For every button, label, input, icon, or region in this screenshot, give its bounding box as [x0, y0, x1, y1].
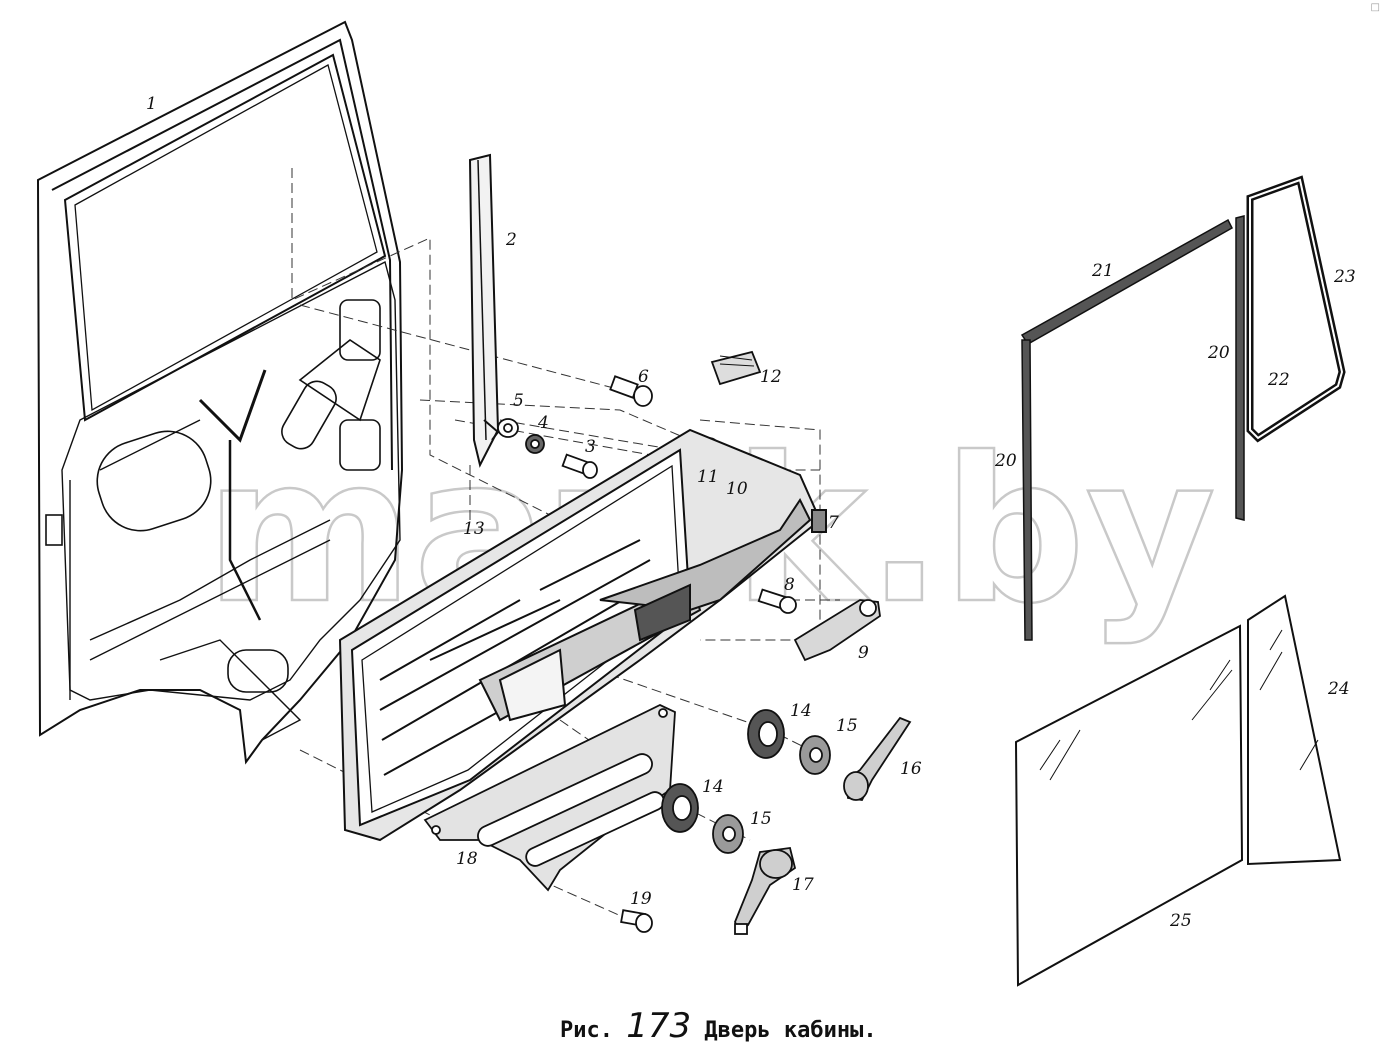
callout-15b: 15 — [750, 809, 772, 829]
winder-handle-17 — [734, 847, 797, 935]
callout-9: 9 — [858, 643, 869, 663]
callout-14a: 14 — [790, 701, 812, 721]
seal-20-left — [1021, 339, 1033, 641]
glass-24 — [1247, 594, 1342, 866]
callout-labels: 1 2 3 4 5 6 7 8 9 10 11 12 13 14 14 15 1… — [146, 94, 1356, 931]
callout-15a: 15 — [836, 716, 858, 736]
window-winder-bezels — [661, 709, 831, 854]
callout-12: 12 — [760, 367, 782, 387]
inner-handle-9 — [793, 599, 881, 662]
screw-8 — [757, 588, 797, 614]
seal-21 — [1020, 218, 1233, 345]
callout-11: 11 — [697, 467, 719, 487]
callout-17: 17 — [792, 875, 814, 895]
callout-16: 16 — [900, 759, 922, 779]
glass-25 — [1014, 624, 1244, 987]
nut-4 — [525, 434, 545, 454]
callout-18: 18 — [456, 849, 478, 869]
callout-3: 3 — [585, 437, 596, 457]
seal-20-right — [1235, 215, 1245, 521]
window-seals — [1020, 175, 1346, 641]
screw-3 — [561, 453, 598, 479]
callout-6: 6 — [638, 367, 649, 387]
callout-4: 4 — [537, 413, 549, 433]
callout-1: 1 — [146, 94, 157, 114]
callout-23: 23 — [1333, 267, 1356, 287]
callout-24: 24 — [1327, 679, 1350, 699]
callout-20b: 20 — [1207, 343, 1230, 363]
callout-5: 5 — [513, 391, 524, 411]
glass-run-channel — [468, 153, 500, 468]
callout-7: 7 — [828, 513, 839, 533]
bolt-6 — [609, 375, 653, 407]
screw-19 — [620, 909, 653, 933]
callout-19: 19 — [630, 889, 652, 909]
corner-mark: □ — [1370, 2, 1380, 13]
callout-10: 10 — [726, 479, 748, 499]
figure-caption: Рис. 173 Дверь кабины. — [560, 1006, 877, 1046]
callout-8: 8 — [784, 575, 795, 595]
door-glass — [1014, 594, 1342, 987]
callout-2: 2 — [505, 230, 517, 250]
door-trim-panel — [338, 428, 827, 842]
callout-22: 22 — [1267, 370, 1290, 390]
caption-prefix: Рис. — [560, 1018, 613, 1043]
door-frame — [36, 20, 404, 765]
callout-14b: 14 — [702, 777, 724, 797]
callout-20a: 20 — [994, 451, 1017, 471]
callout-13: 13 — [463, 519, 485, 539]
armrest-base-18 — [423, 704, 676, 892]
caption-number: 173 — [626, 1006, 692, 1046]
caption-title: Дверь кабины. — [704, 1018, 877, 1043]
callout-21: 21 — [1091, 261, 1114, 281]
callout-25: 25 — [1169, 911, 1192, 931]
retainer-12 — [710, 350, 762, 386]
washer-5 — [497, 418, 519, 438]
lever-handle-16 — [843, 716, 912, 801]
